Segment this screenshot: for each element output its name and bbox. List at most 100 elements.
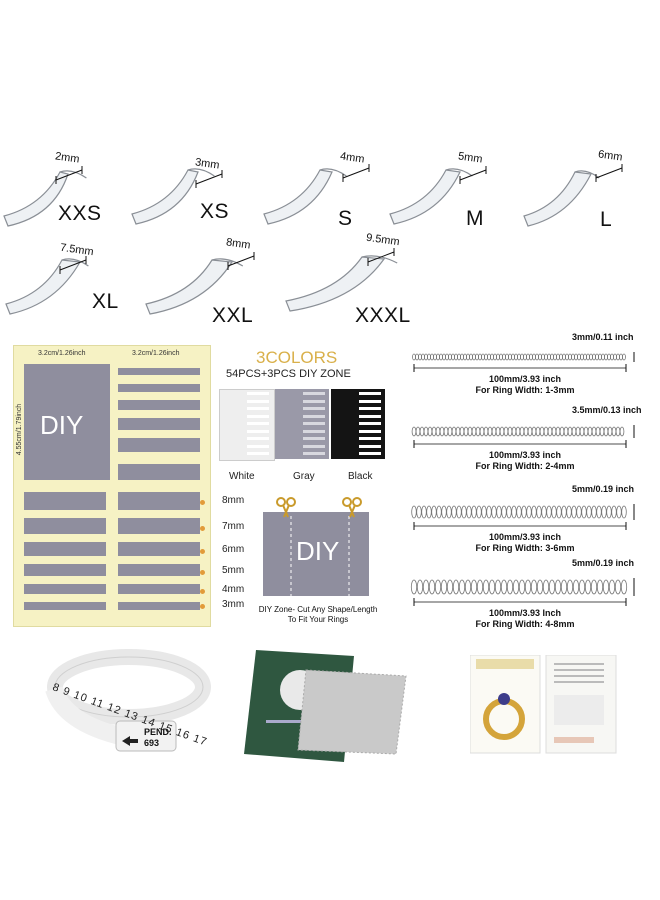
adjuster-size-label: XS bbox=[200, 200, 230, 223]
spring-coil bbox=[412, 352, 635, 372]
scissors-icon bbox=[342, 497, 362, 518]
sticker-strip bbox=[118, 602, 200, 610]
adjuster-size-label: S bbox=[338, 207, 353, 230]
sticker-strip bbox=[24, 492, 106, 510]
swatch-stripe bbox=[303, 422, 325, 425]
swatch-stripe bbox=[247, 452, 269, 455]
swatch-stripe bbox=[359, 399, 381, 403]
width-indicator bbox=[195, 170, 223, 188]
width-marker-dot bbox=[200, 570, 205, 575]
swatch-label-gray: Gray bbox=[293, 471, 315, 482]
width-marker-dot bbox=[200, 500, 205, 505]
width-marker-label: 4mm bbox=[222, 584, 245, 595]
ring-sizer-tag-2: 693 bbox=[144, 738, 160, 748]
spring-coil bbox=[411, 504, 635, 530]
sticker-strip bbox=[118, 542, 200, 556]
scissors-icon bbox=[276, 497, 296, 518]
spring-length-label: 100mm/3.93 inch bbox=[488, 374, 562, 384]
swatch-stripe bbox=[247, 444, 269, 448]
swatch-stripe bbox=[359, 429, 381, 433]
sticker-strip bbox=[24, 602, 106, 610]
sticker-strip bbox=[118, 584, 200, 594]
swatch-stripe bbox=[303, 392, 325, 395]
sticker-strip bbox=[118, 418, 200, 430]
diy-sticker-label: DIY bbox=[40, 410, 84, 440]
instruction-cards bbox=[470, 655, 617, 754]
width-marker-dot bbox=[200, 604, 205, 609]
ring-sizer-tag-1: PEND. bbox=[144, 727, 172, 737]
swatch-stripe bbox=[247, 407, 269, 410]
spring-coil bbox=[411, 425, 635, 448]
swatch-stripe bbox=[247, 392, 269, 395]
spring-range-label: For Ring Width: 2-4mm bbox=[475, 461, 575, 471]
swatch-stripe bbox=[303, 407, 325, 410]
adjuster-size-label: M bbox=[466, 207, 484, 230]
spring-range-label: For Ring Width: 4-8mm bbox=[475, 619, 575, 629]
spring-length-label: 100mm/3.93 Inch bbox=[488, 608, 562, 618]
swatch-stripe bbox=[303, 399, 325, 403]
width-indicator bbox=[595, 164, 623, 182]
width-marker-label: 6mm bbox=[222, 544, 245, 555]
width-indicator bbox=[342, 164, 370, 182]
swatch-stripe bbox=[303, 437, 325, 440]
swatch-label-black: Black bbox=[348, 471, 373, 482]
ring-adjuster-shape bbox=[3, 170, 87, 227]
swatch-stripe bbox=[359, 422, 381, 425]
width-indicator bbox=[367, 248, 395, 266]
width-marker-dot bbox=[200, 589, 205, 594]
width-marker-dot bbox=[200, 526, 205, 531]
spring-range-label: For Ring Width: 3-6mm bbox=[475, 543, 575, 553]
ring-sizer-tool bbox=[45, 649, 211, 752]
swatch-stripe bbox=[247, 422, 269, 425]
sticker-strip bbox=[118, 400, 200, 410]
sticker-strip bbox=[24, 584, 106, 594]
swatch-stripe bbox=[359, 414, 381, 418]
sticker-strip bbox=[118, 384, 200, 392]
diy-zone-caption-1: DIY Zone- Cut Any Shape/Length bbox=[258, 605, 378, 614]
diy-sticker bbox=[24, 364, 110, 480]
sticker-strip bbox=[118, 368, 200, 375]
sheet-width-left: 3.2cm/1.26inch bbox=[38, 350, 86, 357]
sticker-strip bbox=[118, 438, 200, 452]
spring-diameter-label: 3mm/0.11 inch bbox=[572, 332, 634, 342]
ring-adjuster-shape bbox=[389, 168, 473, 225]
sheet-height-label: 4.55cm/1.79inch bbox=[16, 403, 24, 456]
spring-diameter-label: 5mm/0.19 inch bbox=[572, 558, 635, 568]
swatch-stripe bbox=[303, 414, 325, 418]
swatch-stripe bbox=[359, 392, 381, 395]
spring-range-label: For Ring Width: 1-3mm bbox=[475, 385, 575, 395]
adjuster-size-label: XXL bbox=[212, 304, 254, 327]
diy-zone-cut-lines bbox=[290, 516, 350, 596]
spring-length-label: 100mm/3.93 inch bbox=[488, 532, 562, 542]
spring-diameter-label: 3.5mm/0.13 inch bbox=[572, 405, 642, 415]
width-marker-dot bbox=[200, 549, 205, 554]
swatch-stripe bbox=[359, 407, 381, 410]
swatch-stripe bbox=[303, 429, 325, 433]
polishing-cloth-card bbox=[244, 650, 407, 762]
width-marker-label: 8mm bbox=[222, 495, 245, 506]
width-marker-label: 5mm bbox=[222, 565, 245, 576]
width-marker-label: 3mm bbox=[222, 599, 245, 610]
sticker-strip bbox=[24, 542, 106, 556]
diy-zone-label: DIY bbox=[296, 536, 340, 566]
spring-diameter-label: 5mm/0.19 inch bbox=[572, 484, 635, 494]
sticker-strip bbox=[118, 564, 200, 576]
sticker-strip bbox=[118, 492, 200, 510]
ring-adjuster-shape bbox=[145, 258, 244, 315]
ring-adjuster-shape bbox=[263, 168, 347, 225]
adjuster-size-label: XXXL bbox=[355, 304, 411, 327]
swatch-stripe bbox=[247, 399, 269, 403]
ring-adjuster-shape bbox=[285, 255, 398, 312]
spring-length-label: 100mm/3.93 inch bbox=[488, 450, 562, 460]
spring-coil bbox=[410, 578, 635, 606]
sticker-strip bbox=[24, 564, 106, 576]
diy-zone-caption-2: To Fit Your Rings bbox=[287, 615, 349, 624]
adjuster-size-label: XL bbox=[92, 290, 119, 313]
swatch-stripe bbox=[359, 437, 381, 440]
ring-adjuster-shape bbox=[523, 170, 600, 227]
width-indicator bbox=[227, 252, 255, 270]
width-indicator bbox=[59, 256, 87, 274]
adjuster-size-label: XXS bbox=[58, 202, 102, 225]
width-marker-label: 7mm bbox=[222, 521, 245, 532]
swatch-stripe bbox=[247, 437, 269, 440]
